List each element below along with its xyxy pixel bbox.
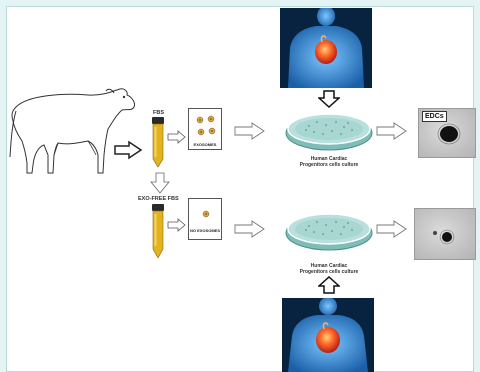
exo-free-fbs-tube	[150, 204, 166, 260]
cell-cluster-icon	[419, 109, 476, 158]
arrow-down-small-icon	[150, 172, 170, 194]
cow-illustration	[8, 85, 138, 180]
no-exosomes-box: NO EXOSOMES	[188, 198, 222, 240]
culture-caption-top: Human Cardiac Progenitors cells culture	[296, 156, 362, 168]
cell-cluster-icon	[415, 209, 476, 260]
arrow-down-outline-icon	[318, 90, 340, 108]
fbs-tube	[150, 117, 166, 169]
culture-caption-bottom-line2: Progenitors cells culture	[296, 269, 362, 275]
arrow-right-outline-icon	[376, 219, 408, 239]
no-exosomes-caption: NO EXOSOMES	[189, 228, 221, 233]
exosomes-caption: EXOSOMES	[189, 142, 221, 147]
culture-caption-bottom: Human Cardiac Progenitors cells culture	[296, 263, 362, 275]
culture-caption-top-line2: Progenitors cells culture	[296, 162, 362, 168]
arrow-right-small-icon	[167, 217, 187, 233]
exosomes-box: EXOSOMES	[188, 108, 222, 150]
arrow-right-outline-icon	[113, 140, 143, 160]
fbs-label: FBS	[153, 110, 164, 116]
exo-free-fbs-label: EXO-FREE FBS	[138, 196, 179, 202]
exosome-vesicles-icon	[193, 113, 219, 141]
arrow-right-outline-icon	[376, 121, 408, 141]
no-edcs-micrograph	[414, 208, 476, 260]
arrow-right-small-icon	[167, 129, 187, 145]
culture-dish-bottom	[284, 208, 374, 252]
figure-panel	[6, 6, 474, 372]
edcs-micrograph: EDCs	[418, 108, 476, 158]
arrow-right-outline-icon	[234, 219, 266, 239]
arrow-right-outline-icon	[234, 121, 266, 141]
human-heart-illustration-bottom	[282, 298, 374, 372]
culture-dish-top	[284, 108, 374, 152]
single-vesicle-icon	[199, 207, 213, 221]
arrow-up-outline-icon	[318, 276, 340, 294]
human-heart-illustration-top	[280, 8, 372, 88]
